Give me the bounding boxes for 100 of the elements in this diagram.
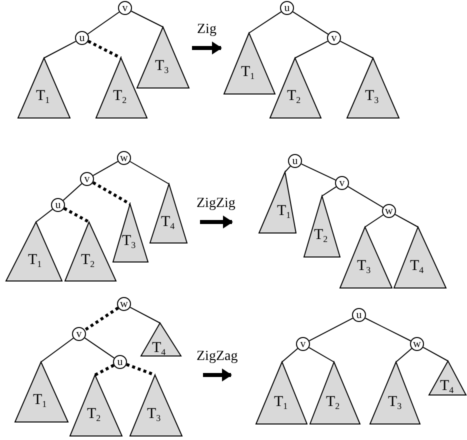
tree-node-circle (352, 308, 366, 322)
subtree-triangle (304, 196, 340, 257)
node-label: u (116, 355, 124, 369)
subtree-triangle (270, 58, 321, 118)
node-label: T$_{3}$ (357, 258, 371, 274)
edge-label: ZigZag (196, 349, 238, 365)
subtree-triangle (70, 375, 122, 436)
subtree-triangle (96, 58, 147, 118)
arrow (203, 368, 232, 382)
node-label: v (338, 176, 346, 190)
subtree-triangle (256, 362, 307, 424)
subtree-triangle (429, 361, 466, 395)
tree-edge (340, 40, 374, 58)
node-label: T$_{2}$ (81, 252, 95, 268)
subtree-triangle (340, 227, 392, 288)
tree-edge (348, 186, 384, 208)
subtree-triangle (15, 362, 68, 422)
dotted-edge (88, 40, 122, 60)
subtree-triangle (370, 362, 420, 424)
tree-edge (92, 160, 118, 176)
node-label: u (355, 308, 363, 322)
dotted-edge (63, 207, 90, 224)
node-label: T$_{1}$ (33, 392, 47, 408)
subtree-triangle (130, 375, 182, 436)
node-label: T$_{4}$ (152, 340, 166, 356)
edge-label: ZigZig (196, 196, 236, 212)
node-label: v (75, 327, 83, 341)
node-label: T$_{1}$ (274, 394, 288, 410)
subtree-triangle (259, 172, 296, 233)
tree-edge (422, 346, 448, 362)
node-label: w (412, 337, 422, 351)
tree-edge (40, 338, 74, 362)
tree-node-circle (288, 154, 302, 168)
tree-edge (300, 163, 336, 181)
subtree-triangle (347, 58, 399, 118)
tree-edge (292, 11, 329, 35)
tree-edge (36, 208, 53, 222)
tree-edge (396, 348, 412, 362)
tree-node-circle (327, 31, 341, 45)
node-label: T$_{2}$ (314, 227, 328, 243)
tree-edge (308, 347, 334, 362)
node-label: v (83, 172, 91, 186)
node-label: T$_{1}$ (36, 88, 50, 104)
tree-node-circle (280, 1, 294, 15)
node-label: v (330, 31, 338, 45)
node-label: T$_{2}$ (113, 88, 127, 104)
tree-edge (248, 11, 282, 34)
subtree-triangle (150, 184, 187, 243)
dotted-edge (126, 363, 156, 376)
node-label: u (78, 31, 86, 45)
tree-edge (282, 348, 298, 362)
node-label: T$_{4}$ (161, 214, 175, 230)
subtree-triangle (18, 58, 70, 118)
tree-node-circle (118, 1, 132, 15)
tree-edge (308, 318, 354, 342)
dotted-edge (84, 306, 119, 332)
tree-node-circle (75, 31, 89, 45)
subtree-triangle (310, 362, 360, 424)
subtree-triangle (394, 227, 446, 288)
subtree-triangle (6, 222, 62, 281)
tree-edge (294, 40, 328, 58)
node-label: T$_{4}$ (410, 258, 424, 274)
dotted-edge (92, 181, 131, 206)
edge-label: Zig (197, 22, 216, 38)
node-label: w (119, 297, 129, 311)
tree-node-circle (113, 355, 127, 369)
node-label: u (291, 154, 299, 168)
node-label: T$_{2}$ (287, 88, 301, 104)
tree-node-circle (51, 198, 65, 212)
node-label: T$_{3}$ (388, 394, 402, 410)
tree-edge (130, 161, 170, 184)
tree-node-circle (72, 327, 86, 341)
tree-node-circle (80, 172, 94, 186)
node-label: T$_{4}$ (440, 378, 454, 394)
tree-node-circle (335, 176, 349, 190)
subtree-triangle (141, 323, 181, 356)
node-label: w (384, 204, 394, 218)
node-label: T$_{3}$ (155, 58, 169, 74)
tree-edge (130, 306, 160, 324)
tree-edge (130, 10, 164, 28)
subtree-triangle (113, 204, 148, 262)
tree-edge (87, 12, 120, 34)
tree-edge (84, 337, 115, 359)
node-label: T$_{3}$ (122, 233, 136, 249)
tree-edge (364, 318, 412, 342)
node-label: T$_{3}$ (147, 406, 161, 422)
node-label: T$_{1}$ (241, 64, 255, 80)
subtree-triangle (65, 222, 116, 281)
tree-node-circle (296, 337, 310, 351)
tree-edge (394, 214, 418, 228)
tree-edge (322, 186, 337, 196)
node-label: w (119, 151, 129, 165)
node-label: T$_{1}$ (277, 203, 291, 219)
tree-edge (364, 214, 384, 228)
dotted-edge (94, 364, 114, 376)
node-label: u (54, 198, 62, 212)
node-label: u (283, 1, 291, 15)
node-label: v (299, 337, 307, 351)
node-label: T$_{1}$ (28, 252, 42, 268)
subtree-triangle (224, 33, 275, 94)
